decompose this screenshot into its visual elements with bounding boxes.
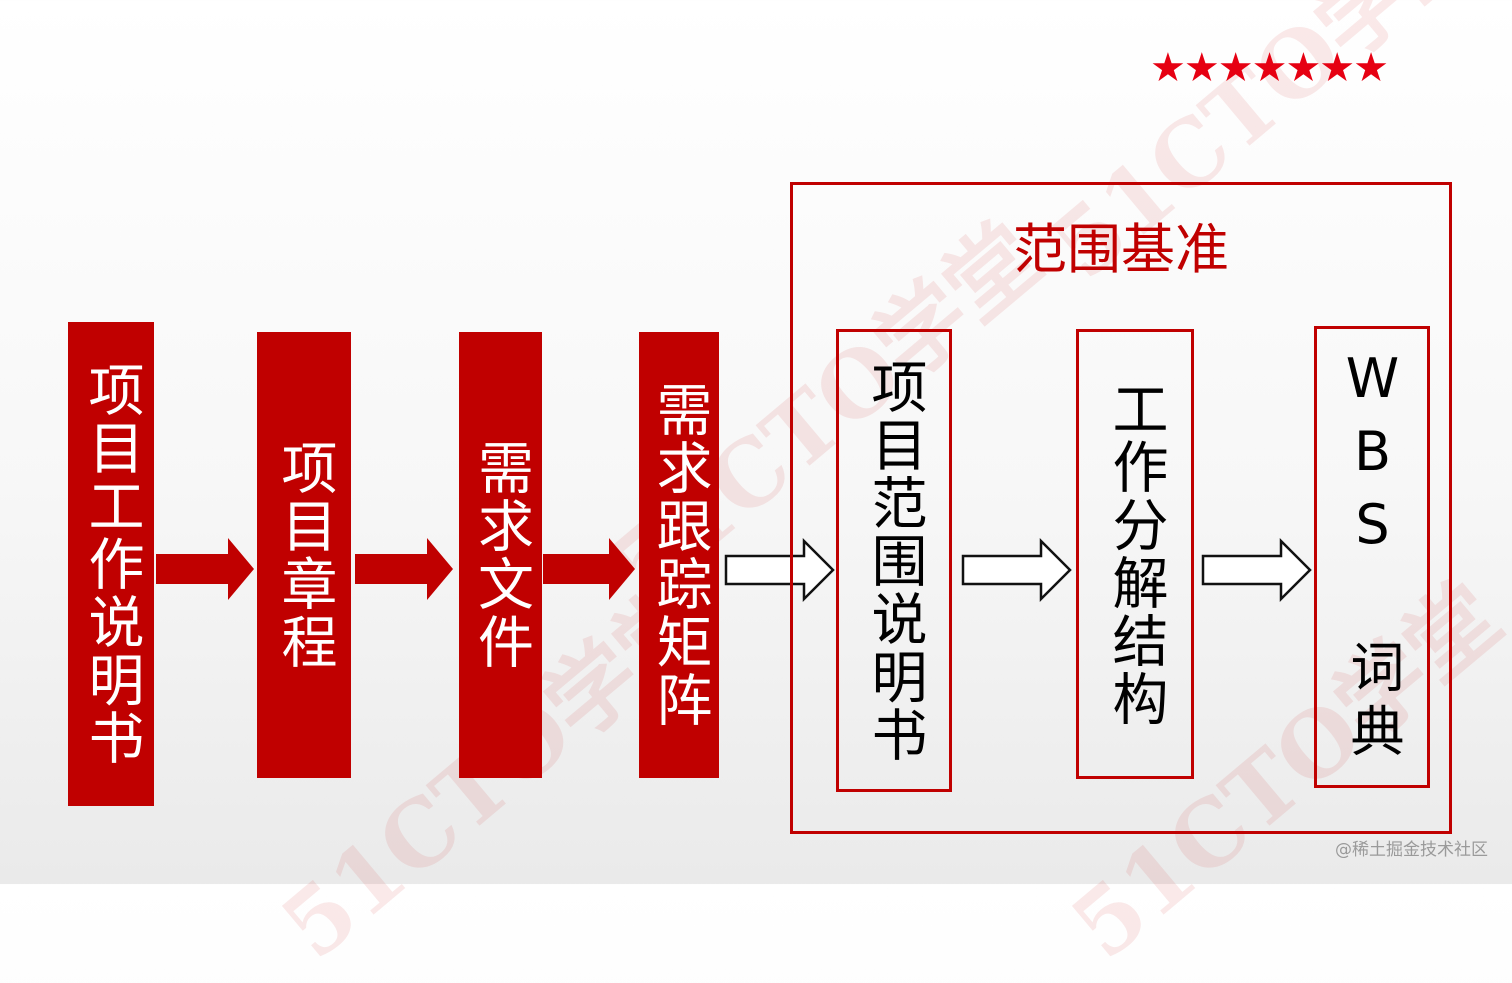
outline-arrow-right-icon	[961, 537, 1072, 603]
scope-baseline-frame	[790, 182, 1452, 834]
traceability-matrix-box: 需求跟踪矩阵	[639, 332, 719, 778]
statement-of-work-label: 项目工作说明书	[79, 361, 144, 767]
statement-of-work-box: 项目工作说明书	[68, 322, 154, 806]
project-charter-label: 项目章程	[272, 439, 337, 671]
outline-arrow-right-icon	[1201, 537, 1312, 603]
solid-arrow-right-icon	[355, 538, 453, 600]
requirements-document-box: 需求文件	[459, 332, 542, 778]
wbs-box: 工作分解结构	[1076, 329, 1194, 779]
project-charter-box: 项目章程	[257, 332, 351, 778]
solid-arrow-right-icon	[156, 538, 254, 600]
wbs-label: 工作分解结构	[1103, 380, 1168, 728]
requirements-document-label: 需求文件	[468, 439, 534, 671]
scope-statement-box: 项目范围说明书	[836, 329, 952, 792]
traceability-matrix-label: 需求跟踪矩阵	[647, 381, 712, 729]
outline-arrow-right-icon	[724, 537, 835, 603]
wbs-dictionary-label: WBS 词典	[1341, 347, 1404, 767]
wbs-dictionary-box: WBS 词典	[1314, 326, 1430, 788]
scope-statement-label: 项目范围说明书	[862, 357, 927, 764]
source-credit: @稀土掘金技术社区	[1335, 840, 1488, 860]
solid-arrow-right-icon	[543, 538, 635, 600]
star-rating: ★★★★★★★	[1150, 45, 1389, 91]
scope-baseline-title: 范围基准	[1013, 218, 1229, 281]
